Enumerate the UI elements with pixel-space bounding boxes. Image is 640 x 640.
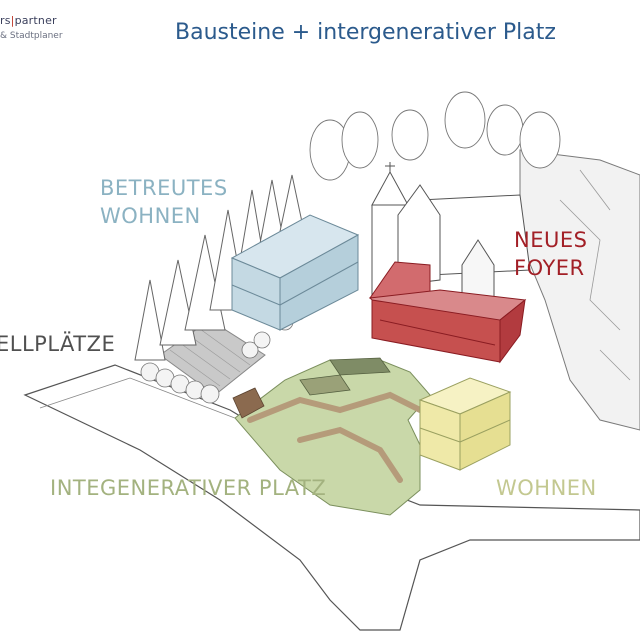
label-betreutes-line2: WOHNEN bbox=[100, 204, 201, 228]
neues-foyer-building bbox=[368, 261, 527, 364]
label-foyer-line2: FOYER bbox=[514, 256, 585, 280]
wohnen-building bbox=[418, 377, 512, 471]
trees-back bbox=[309, 91, 561, 181]
logo-line1: rs|partner bbox=[0, 14, 57, 27]
hillside bbox=[519, 149, 640, 431]
label-foyer-line1: NEUES bbox=[514, 228, 588, 252]
betreutes-wohnen-building bbox=[230, 214, 360, 331]
page-title: Bausteine + intergenerativer Platz bbox=[175, 20, 556, 45]
church bbox=[371, 162, 531, 301]
label-integenerativer-platz: INTEGENERATIVER PLATZ bbox=[50, 476, 327, 500]
logo-line2: & Stadtplaner bbox=[0, 31, 63, 41]
label-betreutes-line1: BETREUTES bbox=[100, 176, 228, 200]
logo: rs|partner & Stadtplaner bbox=[0, 14, 63, 41]
label-betreutes-wohnen: BETREUTES WOHNEN bbox=[100, 174, 228, 230]
label-neues-foyer: NEUES FOYER bbox=[514, 226, 587, 282]
label-wohnen: WOHNEN bbox=[496, 476, 597, 500]
label-stellplaetze: ELLPLÄTZE bbox=[0, 332, 116, 356]
intergenerative-plaza bbox=[232, 357, 431, 516]
